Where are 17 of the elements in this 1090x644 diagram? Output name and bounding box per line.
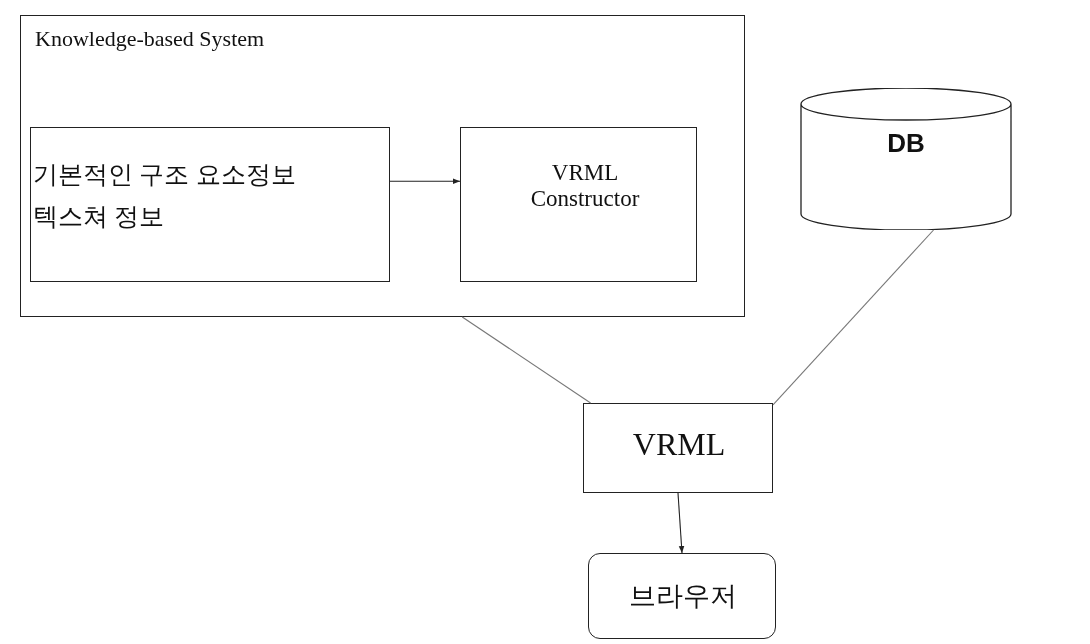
node-label: 텍스쳐 정보 <box>33 202 165 232</box>
connector-line <box>772 229 935 406</box>
node-label: DB <box>886 128 926 159</box>
connector-line <box>461 316 592 404</box>
node-label: 기본적인 구조 요소정보 <box>33 160 296 190</box>
output-box <box>583 403 773 493</box>
arrow <box>677 492 685 554</box>
container-heading: Knowledge-based System <box>35 26 265 52</box>
node-label: 브라우저 <box>628 580 738 613</box>
browser-box <box>588 553 776 639</box>
process-box <box>460 127 697 282</box>
node-label: VRML Constructor <box>529 160 641 212</box>
node-label: VRML <box>631 426 727 463</box>
info-box <box>30 127 390 282</box>
database-cylinder <box>800 88 1012 230</box>
arrow <box>389 178 461 185</box>
system-container <box>20 15 745 317</box>
